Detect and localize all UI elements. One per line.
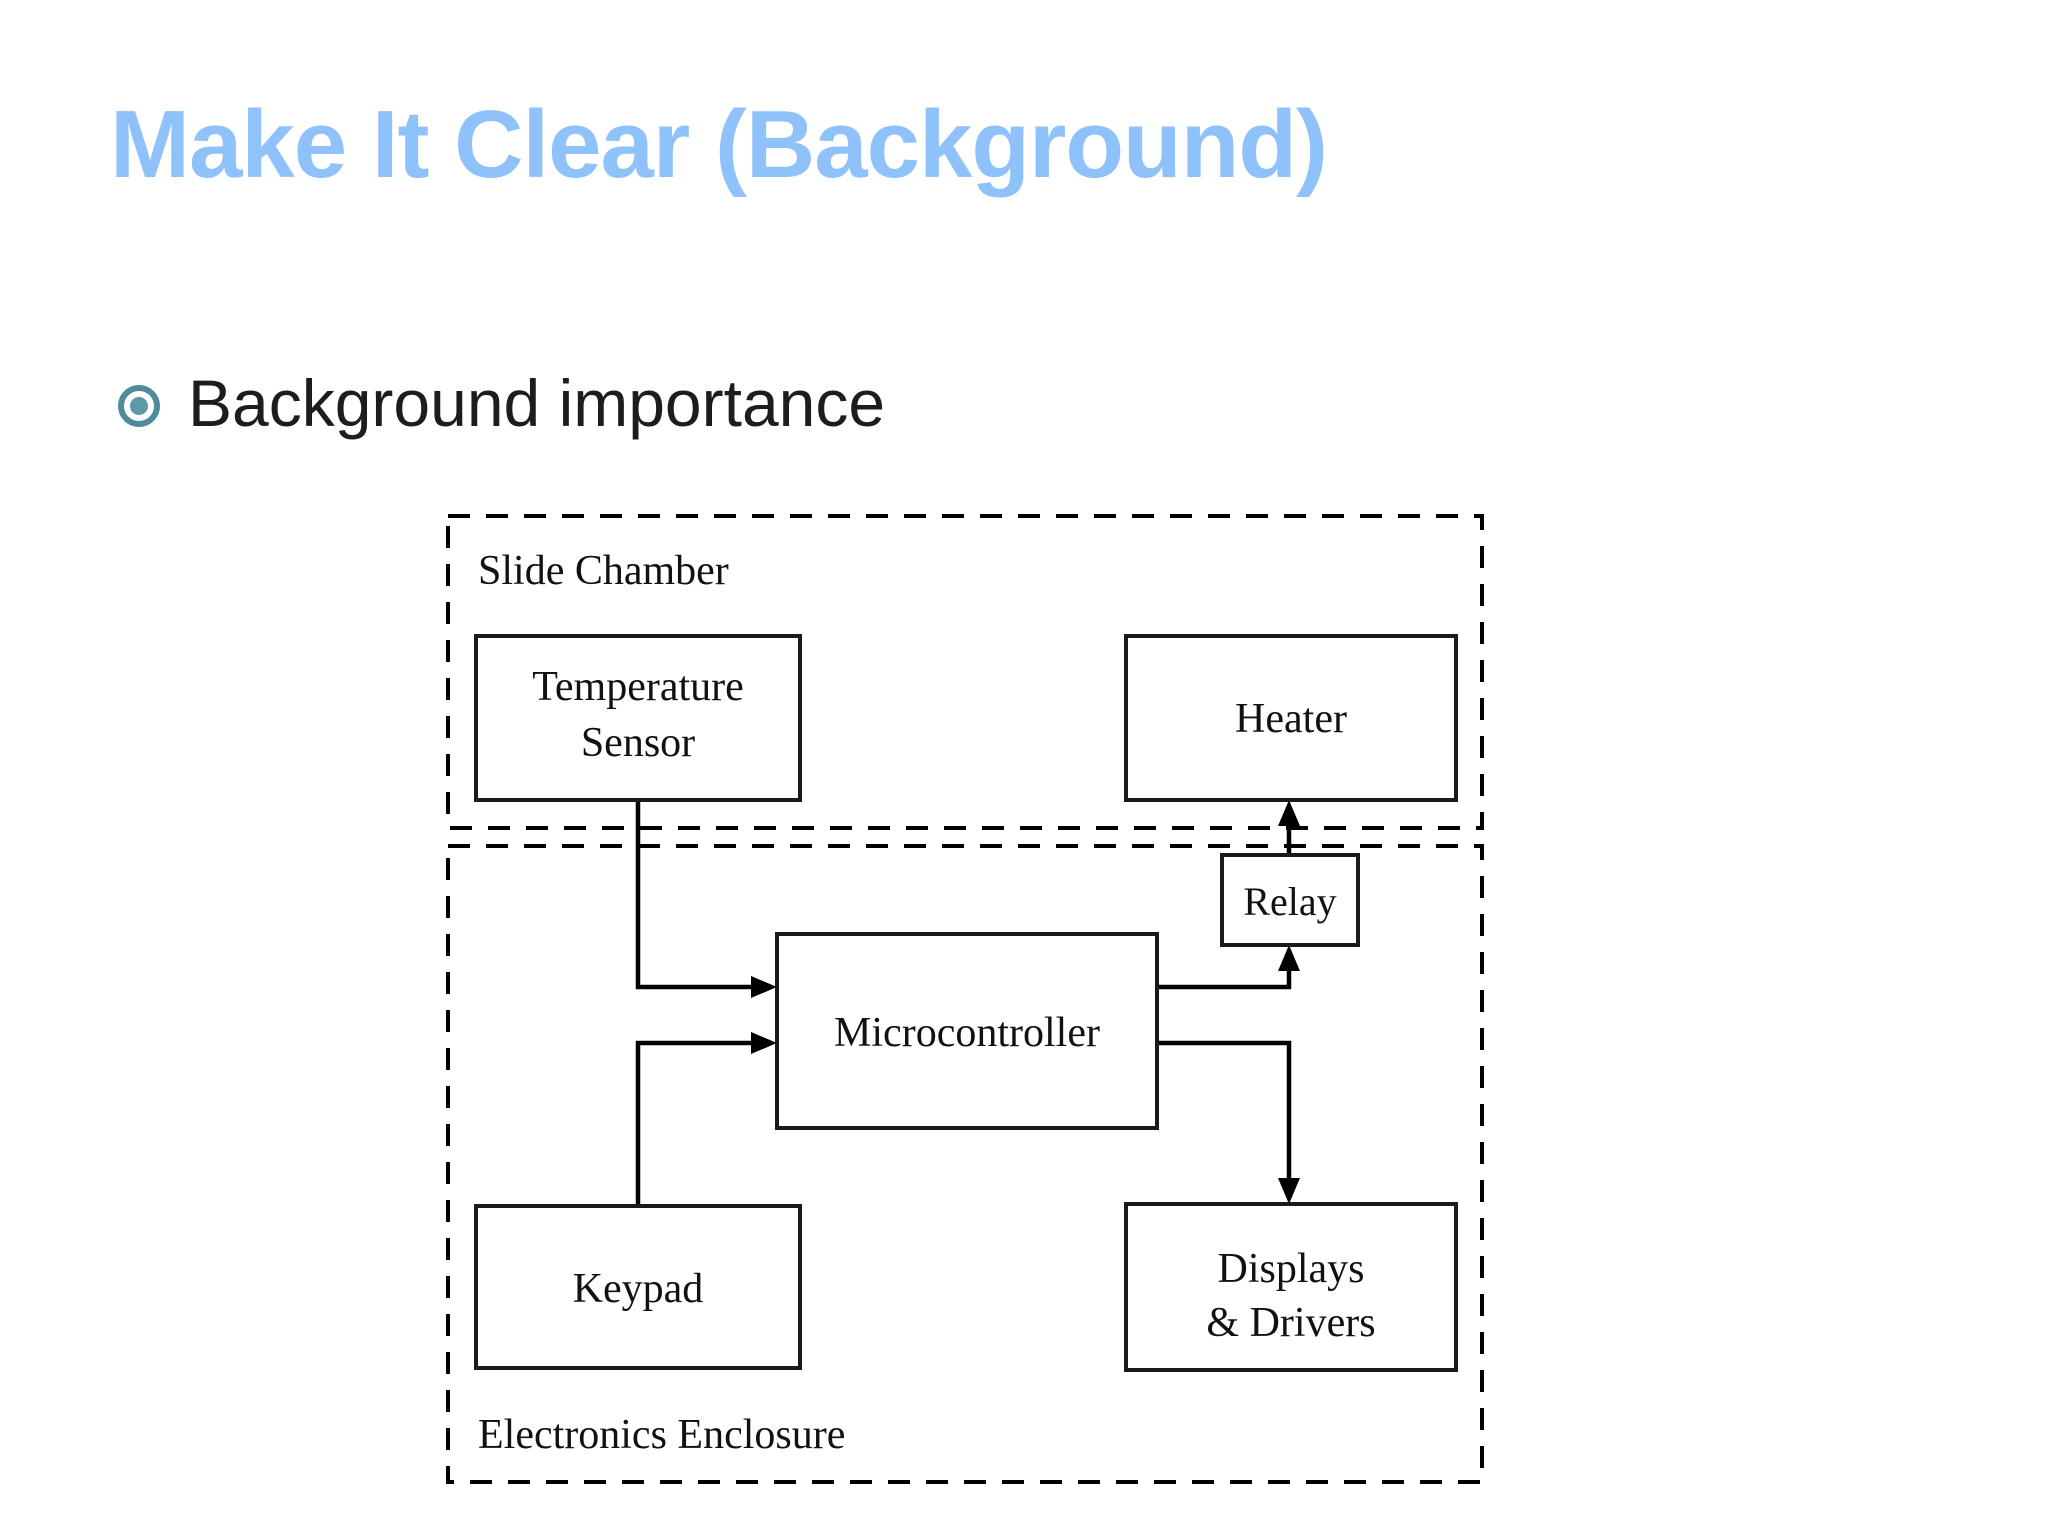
block-relay-label: Relay [1243, 879, 1336, 924]
page-title: Make It Clear (Background) [110, 91, 1328, 198]
block-heater-label: Heater [1235, 696, 1347, 742]
block-displays-drivers-label-line1: Displays [1218, 1246, 1365, 1292]
bullet-list-item: Background importance [118, 370, 885, 436]
wire-microcontroller-to-relay [1157, 952, 1292, 990]
wire-microcontroller-to-displays [1157, 1040, 1292, 1197]
block-keypad [474, 1204, 802, 1370]
block-displays-drivers [1124, 1202, 1458, 1372]
block-relay [1220, 853, 1360, 947]
block-temperature-sensor-label-line2: Sensor [581, 720, 695, 766]
block-microcontroller-label: Microcontroller [834, 1010, 1100, 1056]
block-displays-drivers-label-line2: & Drivers [1206, 1300, 1375, 1346]
block-heater [1124, 634, 1458, 802]
block-temperature-sensor [474, 634, 802, 802]
arrowhead-keypad-to-microcontroller [751, 1032, 777, 1054]
arrowhead-microcontroller-to-relay [1278, 945, 1300, 971]
wire-keypad-to-microcontroller [635, 1040, 770, 1206]
region-slide-chamber-label: Slide Chamber [478, 548, 729, 594]
region-electronics-enclosure [446, 844, 1484, 1484]
block-temperature-sensor-label-line1: Temperature [532, 664, 744, 710]
region-slide-chamber [446, 514, 1484, 830]
arrowhead-microcontroller-to-displays [1278, 1178, 1300, 1204]
ring-dot-bullet-icon [118, 385, 160, 427]
block-keypad-label: Keypad [573, 1266, 704, 1312]
block-microcontroller [775, 932, 1159, 1130]
region-electronics-enclosure-label: Electronics Enclosure [478, 1412, 845, 1458]
arrowhead-relay-to-heater [1278, 800, 1300, 826]
bullet-item-label: Background importance [188, 366, 886, 440]
arrowhead-temperature-sensor-to-microcontroller [751, 976, 777, 998]
wire-temperature-sensor-to-microcontroller [635, 800, 770, 990]
